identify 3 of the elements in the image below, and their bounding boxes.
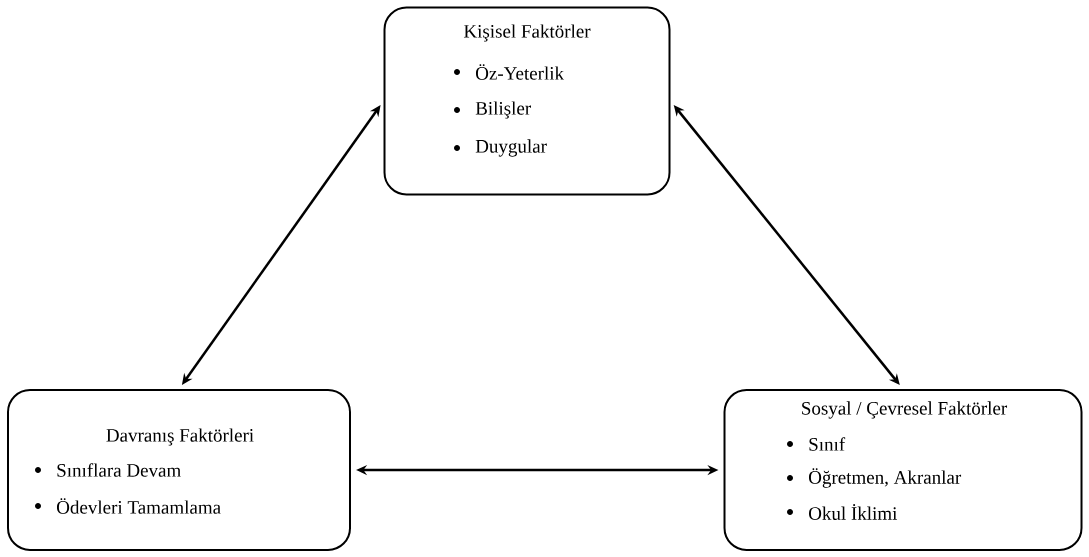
factor-box: Sosyal / Çevresel Faktörler Sınıf Öğretmen, Akranlar Okul İklimi xyxy=(723,389,1083,551)
factor-box: Kişisel Faktörler Öz-Yeterlik Bilişler Duygular xyxy=(383,6,671,196)
factor-box: Davranış Faktörleri Sınıflara Devam Ödevleri Tamamlama xyxy=(7,389,351,551)
